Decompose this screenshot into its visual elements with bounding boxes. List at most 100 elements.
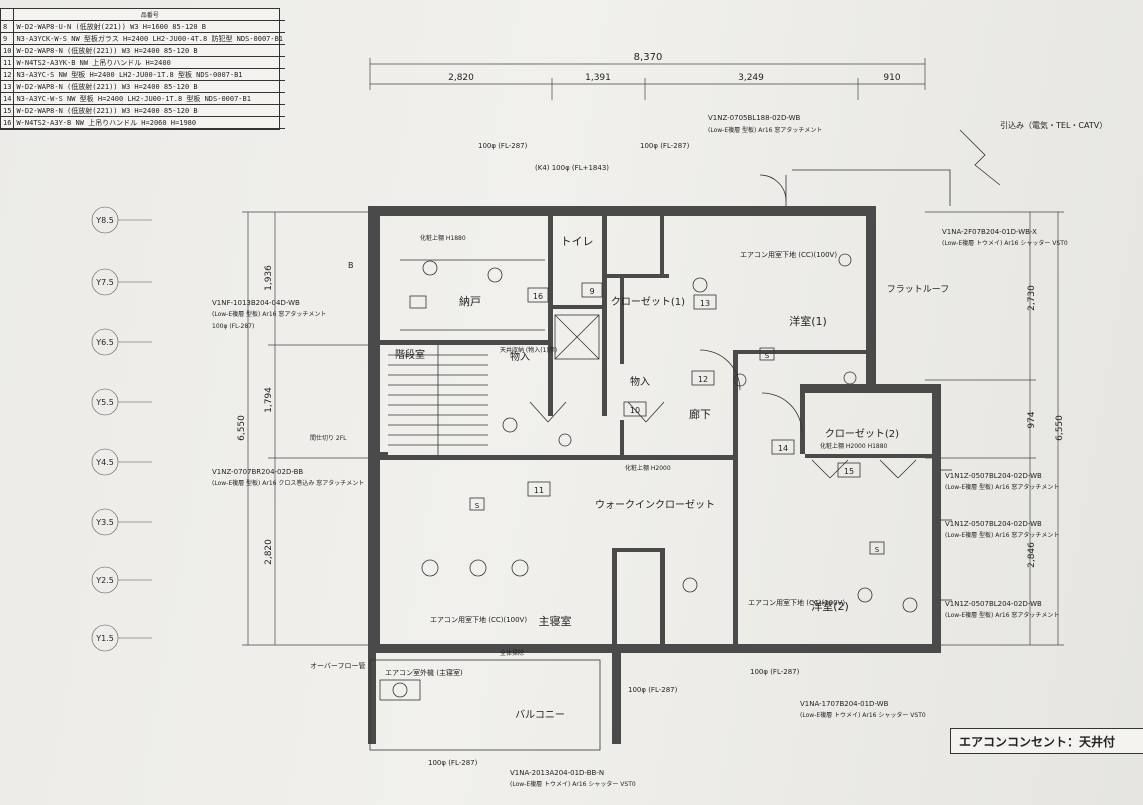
right-dimensions: 6,550 2,730 974 2,846 bbox=[925, 211, 1065, 646]
note-spec-bottom2: V1NA-2013A204-01D-BB-N bbox=[510, 769, 604, 777]
note-spec-left2-sub: (Low-E複層 型板) Ar16 クロス巻込み 窓アタッチメント bbox=[212, 479, 364, 487]
room-roka: 廊下 bbox=[689, 407, 711, 421]
legend-no: 13 bbox=[1, 80, 15, 93]
grid-label: Y5.5 bbox=[95, 398, 114, 407]
grid-y5-5: Y5.5 bbox=[91, 388, 152, 416]
room-number: 16 bbox=[533, 292, 543, 301]
flat-roof-label: フラットルーフ bbox=[887, 284, 949, 295]
symbol-s: S bbox=[765, 352, 770, 360]
note-overflow: オーバーフロー管 bbox=[310, 661, 366, 670]
note-aircon3: エアコン用室下地 (CC)(100V) bbox=[740, 250, 837, 259]
symbol-s: S bbox=[475, 502, 480, 510]
note-ceiling-storage: 天井収納 (物入(1)参) bbox=[500, 346, 557, 354]
grid-label: Y7.5 bbox=[95, 278, 114, 287]
legend-header: 品番号 bbox=[13, 9, 286, 21]
legend-no: 11 bbox=[1, 56, 15, 69]
room-walkin: ウォークインクローゼット bbox=[595, 499, 715, 511]
grid-label: Y3.5 bbox=[95, 518, 114, 527]
room-number: 15 bbox=[844, 467, 854, 476]
note-aircon-outdoor: エアコン室外機 (主寝室) bbox=[385, 668, 463, 677]
note-kesho2: 化粧上棚 H2000 H1880 bbox=[820, 442, 888, 450]
note-spec-top-sub: (Low-E複層 型板) Ar16 窓アタッチメント bbox=[708, 126, 822, 134]
grid-axes: Y8.5 Y7.5 Y6.5 Y5.5 Y4.5 Y3.5 Y2.5 Y1.5 bbox=[91, 206, 152, 652]
note-zentai: 全体掃除 bbox=[500, 649, 524, 657]
electrical-symbols: S S S bbox=[409, 253, 918, 613]
legend-text: N3-A3YCK-W-S NW 型板ガラス H=2400 LH2-JU00-4T… bbox=[13, 32, 286, 45]
dim-left-part: 1,794 bbox=[264, 387, 274, 413]
room-number: 13 bbox=[700, 299, 710, 308]
room-number: 12 bbox=[698, 375, 708, 384]
note-window-top-mid: 100φ (FL-287) bbox=[640, 142, 690, 150]
grid-y8-5: Y8.5 bbox=[91, 206, 152, 234]
top-dimensions: 8,370 2,820 1,391 3,249 910 bbox=[369, 52, 926, 100]
legend-no: 8 bbox=[1, 20, 15, 33]
note-spec-left1: V1NF-1013B204-04D-WB bbox=[212, 299, 300, 307]
note-kesho3: 化粧上棚 H1880 bbox=[420, 234, 466, 242]
legend-text: W-D2-WAP8-N (低放射(221)) W3 H=2400 85-120 … bbox=[13, 104, 286, 117]
note-spec-left2: V1NZ-0707BR204-02D-BB bbox=[212, 468, 303, 476]
legend-text: W-D2-WAP8-N (低放射(221)) W3 H=2400 85-120 … bbox=[13, 44, 286, 57]
legend-no: 10 bbox=[1, 44, 15, 57]
legend-text: W-D2-WAP8-N (低放射(221)) W3 H=2400 85-120 … bbox=[13, 80, 286, 93]
note-spec-right2: V1N1Z-0507BL204-02D-WB bbox=[945, 472, 1042, 480]
exterior-walls bbox=[368, 206, 941, 744]
room-yoshitsu1: 洋室(1) bbox=[789, 314, 827, 328]
legend-no: 9 bbox=[1, 32, 15, 45]
note-spec-bottom2-sub: (Low-E複層 トウメイ) Ar16 シャッター VST0 bbox=[510, 780, 636, 788]
note-spec-top: V1NZ-0705BL188-02D-WB bbox=[708, 114, 801, 122]
note-spec-right1: V1NA-2F07B204-01D-WB-X bbox=[942, 228, 1037, 236]
legend-no: 15 bbox=[1, 104, 15, 117]
note-spec-right1-sub: (Low-E複層 トウメイ) Ar16 シャッター VST0 bbox=[942, 239, 1068, 247]
dim-right-total: 6,550 bbox=[1055, 415, 1065, 441]
grid-label: Y1.5 bbox=[95, 634, 114, 643]
note-spec-bottom1: V1NA-1707B204-01D-WB bbox=[800, 700, 889, 708]
room-number: 9 bbox=[589, 287, 594, 296]
room-closet2: クローゼット(2) bbox=[825, 428, 899, 440]
stair-treads bbox=[388, 345, 488, 455]
legend-no: 14 bbox=[1, 92, 15, 105]
legend-no: 16 bbox=[1, 116, 15, 129]
note-bottom-dim1: 100φ (FL-287) bbox=[750, 668, 800, 676]
grid-y7-5: Y7.5 bbox=[91, 268, 152, 296]
note-bottom-dim2: 100φ (FL-287) bbox=[628, 686, 678, 694]
grid-y1-5: Y1.5 bbox=[91, 624, 152, 652]
room-balcony: バルコニー bbox=[515, 709, 565, 721]
dim-right-part: 974 bbox=[1027, 411, 1037, 428]
grid-y2-5: Y2.5 bbox=[91, 566, 152, 594]
fixtures bbox=[369, 129, 1001, 751]
room-number: 10 bbox=[630, 406, 640, 415]
note-bottom-dim3: 100φ (FL-287) bbox=[428, 759, 478, 767]
legend-text: N3-A3YC-S NW 型板 H=2400 LH2-JU00-1T.8 型板 … bbox=[13, 68, 286, 81]
interior-walls bbox=[378, 216, 932, 646]
dim-segment: 3,249 bbox=[738, 73, 764, 83]
note-kesho1: 化粧上棚 H2000 bbox=[625, 464, 671, 472]
dim-segment: 910 bbox=[883, 73, 900, 83]
grid-y6-5: Y6.5 bbox=[91, 328, 152, 356]
aircon-outlet-stamp: エアコンコンセント：天井付 bbox=[950, 728, 1143, 754]
note-spec-right4: V1N1Z-0507BL204-02D-WB bbox=[945, 600, 1042, 608]
legend-text: W-N4TS2-A3Y-B NW 上吊りハンドル H=2060 H=1980 bbox=[13, 116, 286, 129]
room-labels: 納戸 トイレ クローゼット(1) 洋室(1) 階段室 物入 物入 廊下 クローゼ… bbox=[395, 235, 949, 721]
note-spec-right4-sub: (Low-E複層 型板) Ar16 窓アタッチメント bbox=[945, 611, 1059, 619]
dim-right-part: 2,846 bbox=[1027, 542, 1037, 568]
room-monoire2: 物入 bbox=[630, 375, 650, 388]
grid-label: Y6.5 bbox=[95, 338, 114, 347]
note-hikikomi: 引込み（電気・TEL・CATV） bbox=[1000, 120, 1107, 130]
annotations: 引込み（電気・TEL・CATV） 100φ (FL-287) (K4) 100φ… bbox=[212, 114, 1107, 788]
dim-segment: 1,391 bbox=[585, 73, 611, 83]
room-yoshitsu2: 洋室(2) bbox=[811, 599, 849, 613]
room-toilet: トイレ bbox=[561, 235, 594, 248]
legend-text: W-N4TS2-A3YK-B NW 上吊りハンドル H=2400 bbox=[13, 56, 286, 69]
left-dimensions: 6,550 1,936 1,794 2,820 bbox=[237, 211, 370, 646]
legend-text: W-D2-WAP8-U-N (低放射(221)) W3 H=1600 85-12… bbox=[13, 20, 286, 33]
room-stairs: 階段室 bbox=[395, 348, 425, 361]
dim-total-width: 8,370 bbox=[634, 52, 663, 63]
legend-text: N3-A3YC-W-S NW 型板 H=2400 LH2-JU00-1T.8 型… bbox=[13, 92, 286, 105]
grid-y3-5: Y3.5 bbox=[91, 508, 152, 536]
note-aircon1: エアコン用室下地 (CC)(100V) bbox=[430, 615, 527, 624]
note-window-top-left: 100φ (FL-287) bbox=[478, 142, 528, 150]
grid-y4-5: Y4.5 bbox=[91, 448, 152, 476]
